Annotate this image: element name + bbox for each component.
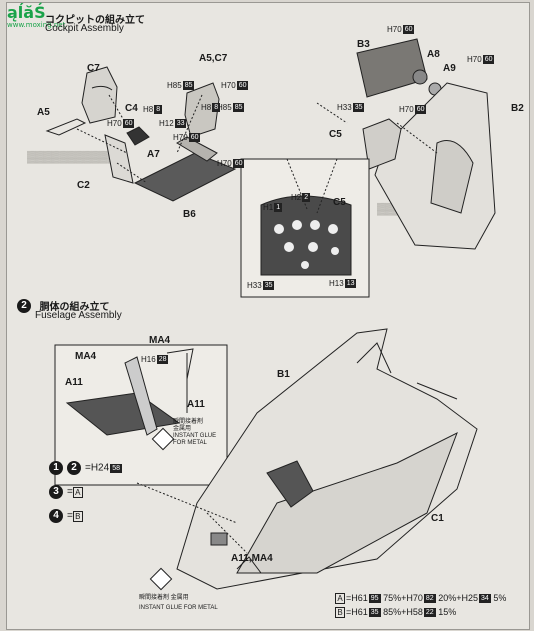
label-a5: A5 bbox=[37, 107, 50, 118]
section2-title-en: Fuselage Assembly bbox=[35, 310, 122, 321]
key-row-3: 4=B bbox=[49, 509, 84, 523]
seat-a5c7-part bbox=[184, 82, 220, 138]
section1-title-en: Cockpit Assembly bbox=[45, 23, 124, 34]
glue-note-en-bottom: INSTANT GLUE FOR METAL bbox=[139, 605, 218, 611]
label-a5c7: A5,C7 bbox=[199, 53, 228, 64]
bleed-through-text: ▓▓▓▓▓▓▓▓▓▓▓ bbox=[27, 151, 116, 163]
label-a11-left: A11 bbox=[65, 377, 83, 388]
label-c2: C2 bbox=[77, 180, 90, 191]
label-a7: A7 bbox=[147, 149, 160, 160]
label-c1: C1 bbox=[431, 513, 444, 524]
label-c5-panel: C5 bbox=[333, 197, 346, 208]
instruction-sheet: ąĺăŚ www.moxing.net ▓▓▓▓▓▓▓▓▓▓▓ ▓▓▓▓▓▓▓▓… bbox=[6, 2, 530, 630]
part-a8 bbox=[412, 69, 428, 85]
label-c4: C4 bbox=[125, 103, 138, 114]
label-a8: A8 bbox=[427, 49, 440, 60]
label-ma4-top: MA4 bbox=[149, 335, 171, 346]
watermark-logo: ąĺăŚ bbox=[7, 3, 46, 22]
label-ma4-left: MA4 bbox=[75, 351, 97, 362]
key-row-2: 3=A bbox=[49, 485, 84, 499]
part-c2 bbox=[104, 134, 134, 184]
floor-b6 bbox=[133, 152, 237, 202]
glue-note-en: INSTANT GLUE FOR METAL bbox=[173, 433, 217, 446]
section2-step-number: 2 bbox=[17, 298, 31, 313]
part-a5 bbox=[45, 118, 87, 136]
part-ma4-bracket bbox=[124, 356, 158, 436]
label-a9: A9 bbox=[443, 63, 456, 74]
instrument-panel-c5 bbox=[260, 195, 352, 276]
seat-c7-part bbox=[81, 66, 118, 124]
section1-title-jp: コクピットの組み立て bbox=[45, 15, 145, 26]
label-b6: B6 bbox=[183, 209, 196, 220]
watermark-site: www.moxing.net bbox=[7, 21, 66, 29]
glue-note-jp: 瞬間接着剤 金属用 bbox=[173, 419, 204, 432]
section1-title: コクピットの組み立て bbox=[45, 11, 145, 26]
fuselage-diagram bbox=[54, 328, 478, 590]
cockpit-tub-install bbox=[266, 460, 314, 508]
section2-header: 2 胴体の組み立て bbox=[17, 297, 109, 315]
label-b2: B2 bbox=[511, 103, 524, 114]
glue-note-jp-bottom: 瞬間接着剤 金属用 bbox=[139, 595, 189, 601]
fuselage-c1 bbox=[236, 431, 458, 574]
label-b3: B3 bbox=[357, 39, 370, 50]
cockpit-diagram bbox=[45, 38, 496, 298]
label-b1: B1 bbox=[277, 369, 290, 380]
label-c7: C7 bbox=[87, 63, 100, 74]
label-c5: C5 bbox=[329, 129, 342, 140]
part-c4 bbox=[126, 126, 150, 146]
label-a11-ma4: A11,MA4 bbox=[231, 553, 273, 564]
label-a11-right: A11 bbox=[187, 399, 205, 410]
section2-title-jp: 胴体の組み立て bbox=[39, 302, 110, 313]
